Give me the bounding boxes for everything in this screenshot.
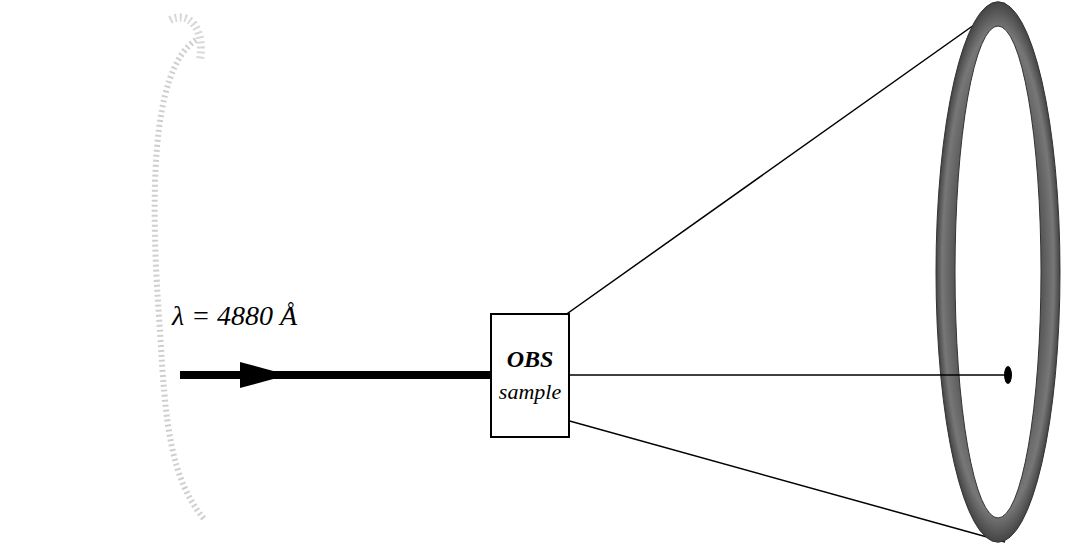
sample-box: OBS sample [490,313,570,438]
box-label: sample [499,379,561,404]
cone-line [530,3,1005,340]
diffraction-ring [936,2,1060,543]
cone-line [530,410,1005,542]
ghost-arc [155,40,205,520]
box-title: OBS [507,346,554,374]
beam-spot [1004,366,1012,384]
transmitted-beam [530,374,1008,376]
beam-arrowhead [240,362,288,388]
ghost-arc [170,17,201,60]
laser-beam [180,371,500,379]
wavelength-label: λ = 4880 Å [172,300,297,332]
